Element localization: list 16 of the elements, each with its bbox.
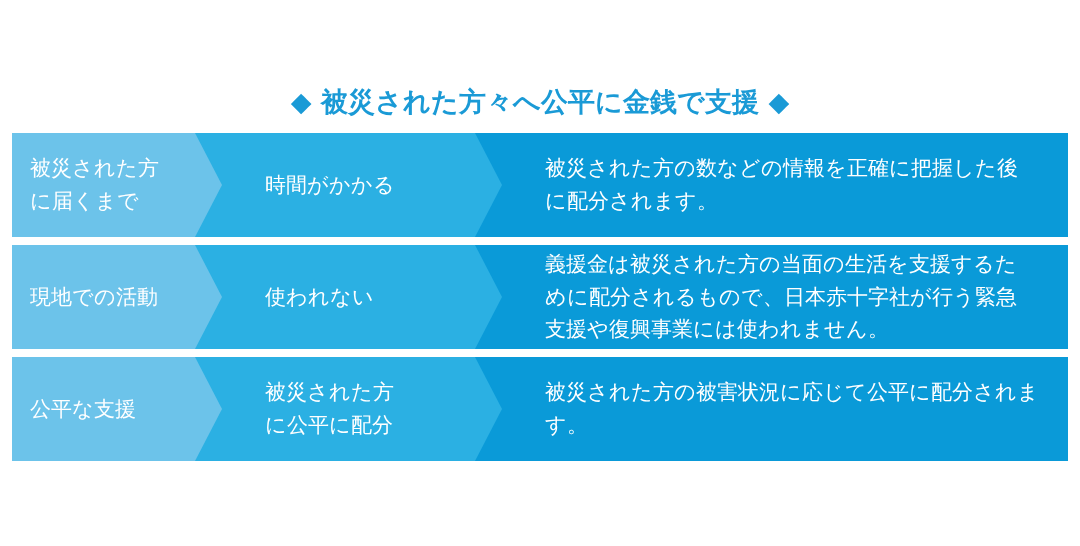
cell-text: 被災された方の数などの情報を正確に把握した後に配分されます。 — [545, 155, 1019, 215]
cell-text: 被災された方に届くまで — [30, 155, 160, 215]
cell-text: 義援金は被災された方の当面の生活を支援するために配分されるもので、日本赤十字社が行う緊急支援や復興事業には使われません。 — [545, 251, 1018, 344]
description-panel — [475, 133, 1068, 237]
description-panel — [475, 357, 1068, 461]
cell-text: 公平な支援 — [30, 395, 137, 423]
category-panel — [12, 245, 195, 349]
cell-text: 使われない — [265, 283, 375, 311]
description-panel — [475, 245, 1068, 349]
diagram-title: ◆ 被災された方々へ公平に金銭で支援 ◆ — [289, 85, 791, 119]
cell-text: 時間がかかる — [265, 171, 396, 199]
cell-text: 被災された方に公平に配分 — [265, 379, 395, 439]
category-panel — [12, 133, 195, 237]
cell-text: 現地での活動 — [30, 283, 159, 311]
cell-text: 被災された方の被害状況に応じて公平に配分されます。 — [545, 379, 1040, 439]
category-panel — [12, 357, 195, 461]
